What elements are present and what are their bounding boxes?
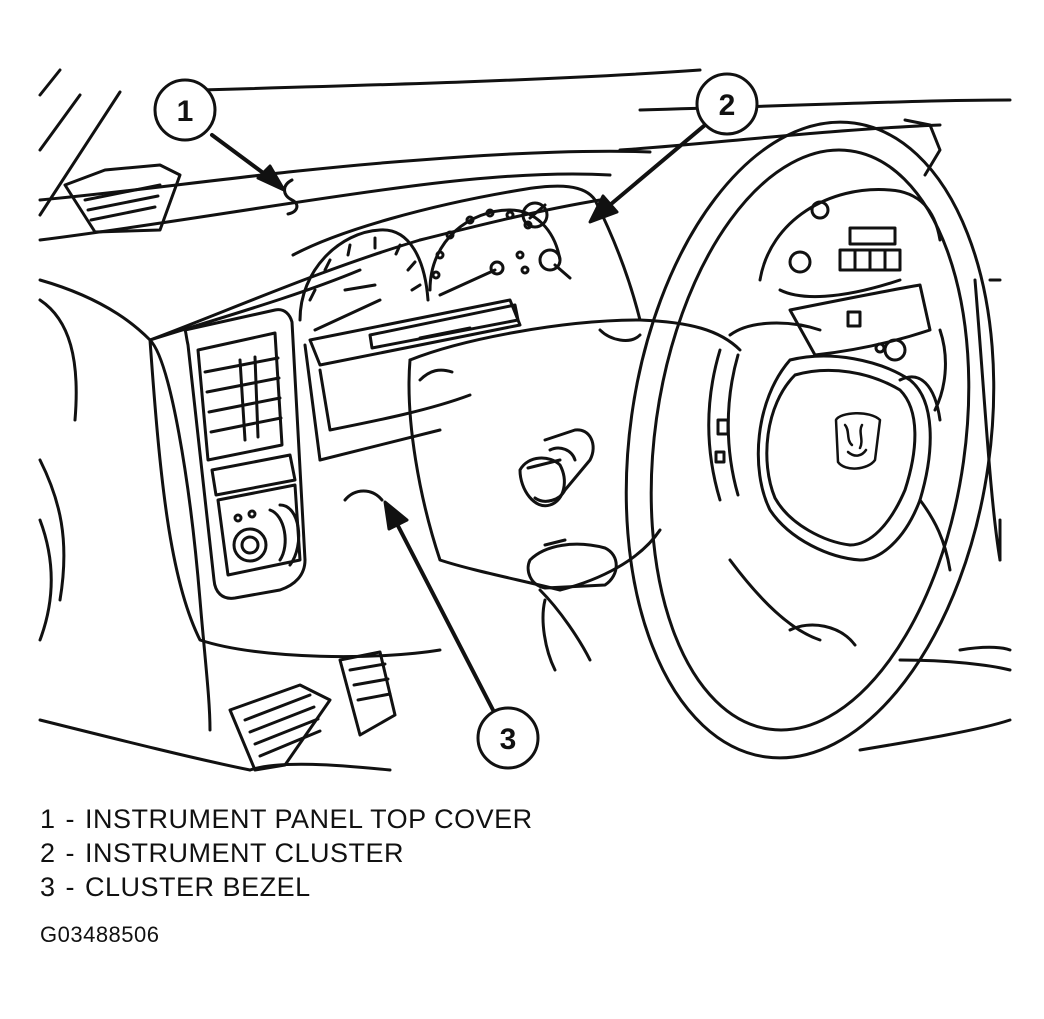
- callout-3: 3: [476, 706, 540, 770]
- callout-2: 2: [695, 72, 759, 136]
- instrument-panel-top-cover: [38, 123, 942, 342]
- center-stack: [183, 308, 307, 600]
- callout-2-number: 2: [719, 89, 736, 122]
- instrument-cluster: [291, 184, 642, 432]
- legend-item-number: 3: [40, 872, 56, 902]
- callout-3-number: 3: [500, 723, 517, 756]
- legend-item-label: INSTRUMENT CLUSTER: [85, 838, 405, 868]
- legend-separator: -: [65, 804, 76, 834]
- legend-separator: -: [65, 872, 76, 902]
- callout-arrow-1: [210, 133, 286, 192]
- pedals: [228, 650, 397, 772]
- left-dash-side: [38, 298, 252, 772]
- legend-item-2: 2-INSTRUMENT CLUSTER: [40, 836, 533, 870]
- dashboard-illustration: 1 2 3: [38, 68, 1012, 772]
- callout-1-number: 1: [177, 95, 194, 128]
- steering-column: [407, 318, 742, 662]
- figure-id: G03488506: [40, 922, 160, 947]
- right-dash: [758, 118, 1002, 562]
- legend-item-label: INSTRUMENT PANEL TOP COVER: [85, 804, 533, 834]
- legend: 1-INSTRUMENT PANEL TOP COVER 2-INSTRUMEN…: [40, 802, 533, 904]
- legend-item-number: 2: [40, 838, 56, 868]
- dodge-ram-logo-icon: [834, 412, 882, 470]
- legend-item-3: 3-CLUSTER BEZEL: [40, 870, 533, 904]
- legend-item-1: 1-INSTRUMENT PANEL TOP COVER: [40, 802, 533, 836]
- steering-wheel: [624, 120, 996, 760]
- legend-separator: -: [65, 838, 76, 868]
- callout-1: 1: [153, 78, 217, 142]
- lower-column-floor: [248, 598, 1012, 772]
- legend-item-number: 1: [40, 804, 56, 834]
- cluster-bezel: [148, 198, 602, 659]
- callout-arrow-2: [588, 123, 707, 224]
- legend-item-label: CLUSTER BEZEL: [85, 872, 311, 902]
- callout-arrow-3: [383, 500, 495, 712]
